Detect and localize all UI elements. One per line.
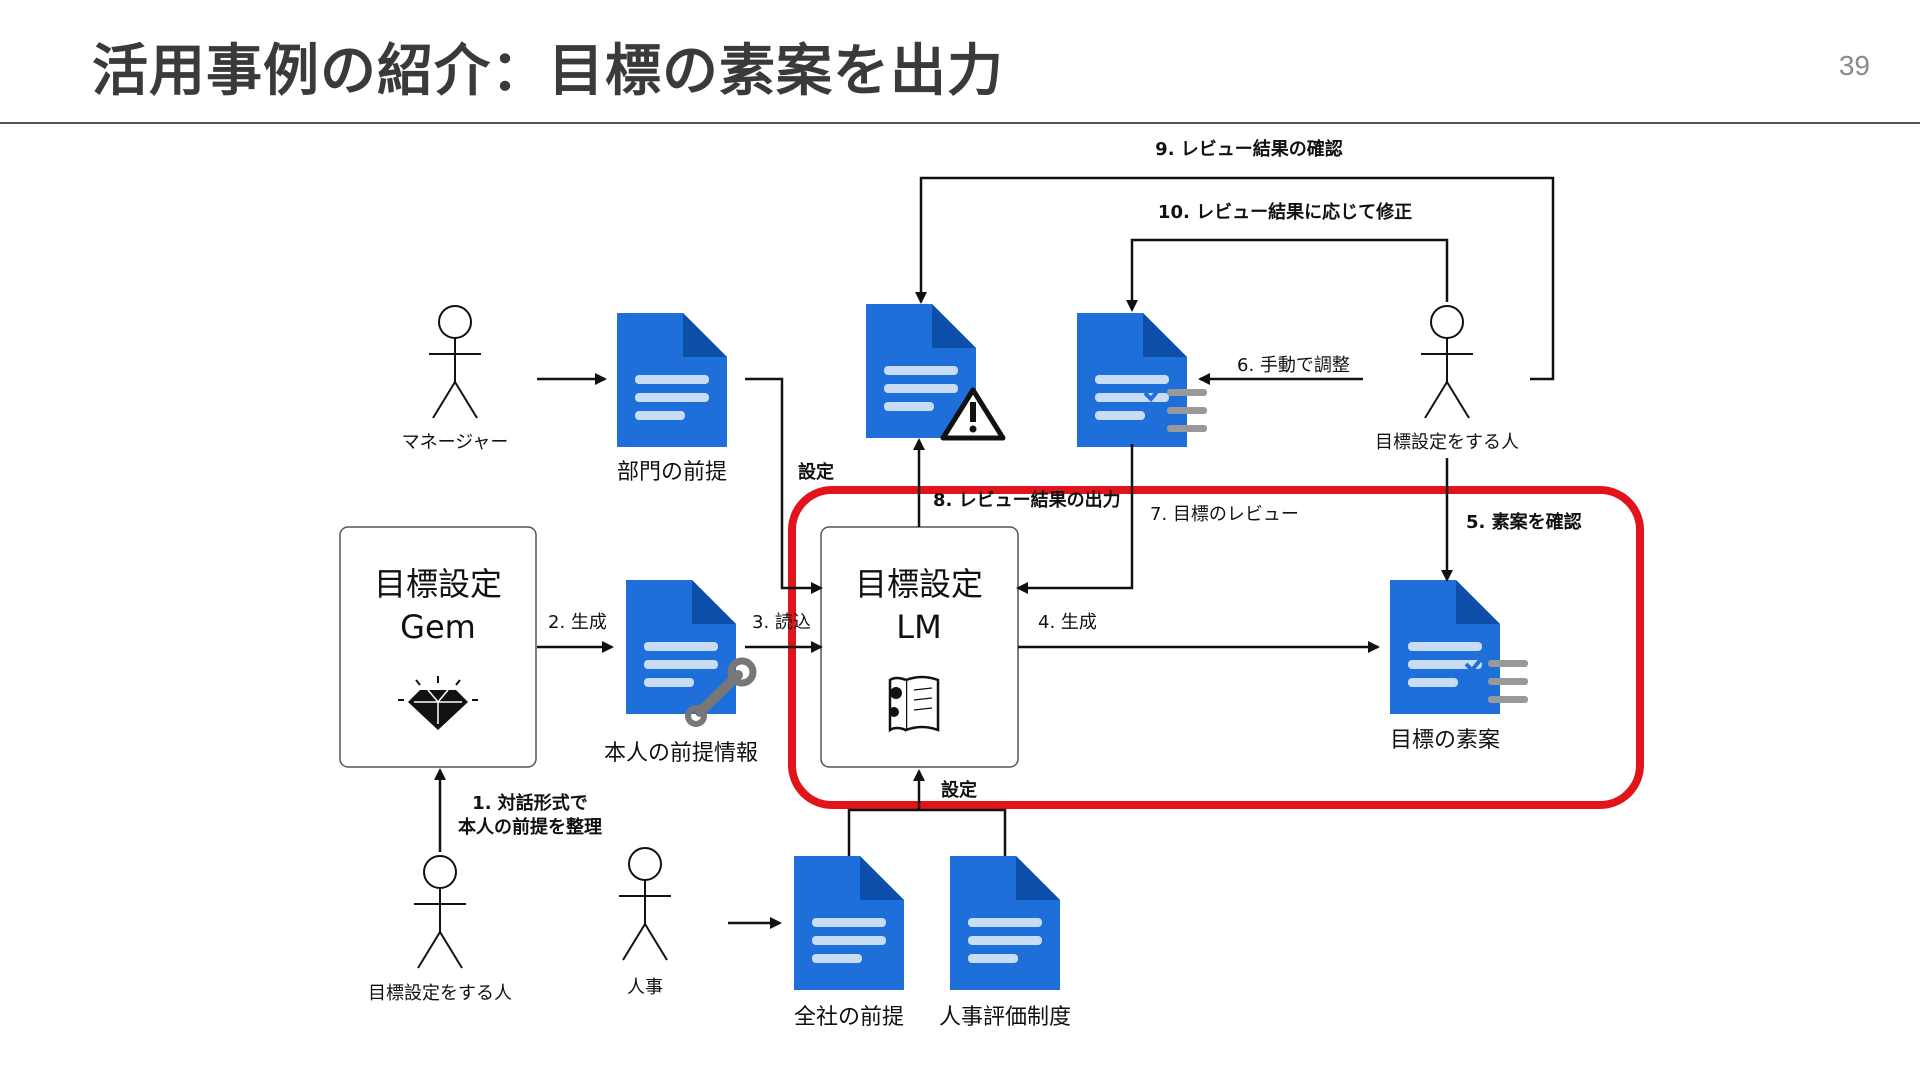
doc-company-premise-label: 全社の前提 — [794, 1005, 904, 1030]
step-10-label: 10. レビュー結果に応じて修正 — [1158, 201, 1412, 223]
step-1-label-line1: 1. 対話形式で — [472, 792, 588, 814]
step-5-label: 5. 素案を確認 — [1466, 511, 1582, 533]
slide-title: 活用事例の紹介：目標の素案を出力 — [92, 39, 1004, 104]
doc-goal-draft-icon — [1390, 580, 1530, 714]
step-4-label: 4. 生成 — [1038, 612, 1097, 633]
title-divider — [0, 122, 1920, 124]
connector-arrows — [434, 176, 1555, 929]
doc-goal-draft-label: 目標の素案 — [1390, 728, 1500, 753]
gem-box — [339, 526, 537, 768]
actor-goal-setter-top — [1420, 305, 1474, 419]
book-icon — [888, 675, 940, 733]
doc-company-premise-icon — [794, 856, 904, 990]
actor-hr-label: 人事 — [627, 977, 663, 998]
gem-box-line2: Gem — [400, 608, 476, 646]
actor-goal-setter-top-label: 目標設定をする人 — [1375, 432, 1519, 453]
setting-top-label: 設定 — [798, 461, 834, 483]
step-8-label: 8. レビュー結果の出力 — [933, 489, 1121, 511]
actor-goal-setter-bottom — [413, 855, 467, 969]
step-9-label: 9. レビュー結果の確認 — [1155, 138, 1343, 160]
doc-dept-premise-label: 部門の前提 — [617, 460, 727, 485]
lm-box-line1: 目標設定 — [855, 565, 983, 603]
setting-bottom-label: 設定 — [941, 779, 977, 801]
lm-box — [820, 526, 1019, 768]
gem-box-line1: 目標設定 — [374, 565, 502, 603]
step-2-label: 2. 生成 — [548, 612, 607, 633]
doc-review-warning-icon — [866, 304, 1006, 441]
actor-manager-label: マネージャー — [402, 432, 509, 453]
page-number: 39 — [1838, 50, 1870, 81]
actor-goal-setter-bottom-label: 目標設定をする人 — [368, 983, 512, 1004]
actor-hr — [618, 847, 672, 961]
doc-hr-eval-label: 人事評価制度 — [939, 1005, 1071, 1030]
step-3-label: 3. 読込 — [752, 612, 811, 633]
doc-goal-review-icon — [1077, 313, 1209, 447]
doc-dept-premise-icon — [617, 313, 727, 447]
doc-personal-premise-icon — [626, 580, 757, 727]
diamond-icon — [398, 676, 478, 730]
doc-hr-eval-icon — [950, 856, 1060, 990]
step-1-label-line2: 本人の前提を整理 — [458, 816, 602, 838]
step-6-label: 6. 手動で調整 — [1237, 355, 1350, 376]
step-7-label: 7. 目標のレビュー — [1150, 504, 1299, 525]
lm-box-line2: LM — [896, 608, 941, 646]
actor-manager — [428, 305, 482, 419]
doc-personal-premise-label: 本人の前提情報 — [604, 741, 758, 766]
